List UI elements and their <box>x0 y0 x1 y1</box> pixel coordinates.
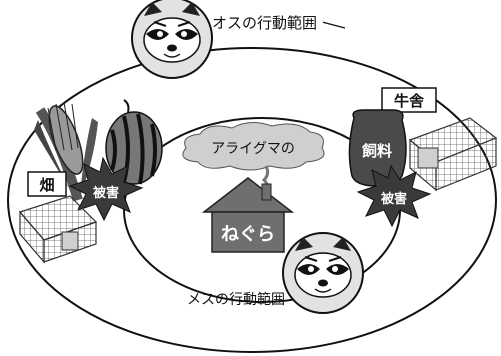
female-range-label: メスの行動範囲 <box>187 291 285 308</box>
damage-label-left: 被害 <box>92 185 119 201</box>
barn-label-box <box>381 87 437 113</box>
feed-label: 飼料 <box>361 142 392 160</box>
raccoon-male-icon <box>131 0 213 79</box>
barn-label: 牛舎 <box>394 92 425 110</box>
male-range-ellipse <box>7 47 497 353</box>
speech-bubble: アライグマの <box>182 122 325 193</box>
watermelon-icon <box>105 99 163 185</box>
field-label-box <box>27 171 67 197</box>
damage-burst-left: 被害 <box>68 156 144 222</box>
cage-trap-left <box>18 195 98 264</box>
den-house: ねぐら <box>201 177 295 253</box>
damage-burst-right: 被害 <box>356 164 432 228</box>
damage-label-right: 被害 <box>380 191 407 207</box>
cage-trap-right <box>408 117 498 192</box>
den-label: ねぐら <box>221 224 275 245</box>
raccoon-of-label: アライグマの <box>211 141 295 157</box>
raccoon-female-icon <box>282 232 364 314</box>
male-range-label: オスの行動範囲 <box>212 14 317 32</box>
field-label: 畑 <box>38 176 54 194</box>
